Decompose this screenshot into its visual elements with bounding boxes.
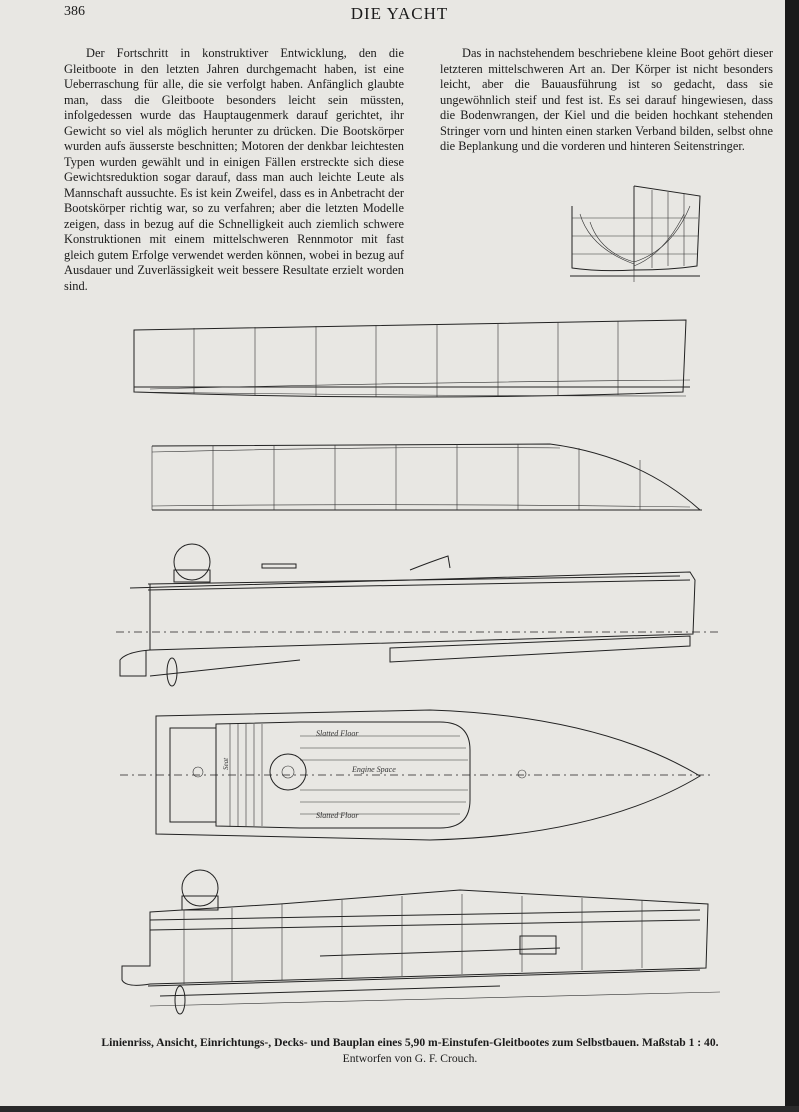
article-paragraph-right: Das in nachstehendem beschriebene kleine… — [440, 46, 773, 153]
outboard-profile-drawing — [116, 543, 720, 687]
scan-edge — [785, 0, 799, 1112]
running-head: DIE YACHT — [350, 4, 449, 23]
deck-label-slatted-floor-top: Slatted Floor — [316, 729, 359, 738]
half-breadth-plan-drawing — [133, 319, 691, 398]
page-number: 386 — [64, 4, 85, 19]
body-plan-drawing — [570, 185, 701, 282]
figure-credit: Entworfen von G. F. Crouch. — [342, 1052, 478, 1065]
figure-caption: Linienriss, Ansicht, Einrichtungs-, Deck… — [101, 1036, 719, 1049]
scan-edge-bottom — [0, 1106, 799, 1112]
deck-label-seat: Seat — [222, 757, 230, 770]
profile-lines-drawing — [151, 443, 702, 511]
deck-plan-drawing: Slatted Floor Engine Space Slatted Floor… — [120, 709, 710, 841]
deck-label-slatted-floor-bottom: Slatted Floor — [316, 811, 359, 820]
deck-label-engine-space: Engine Space — [351, 765, 396, 774]
construction-plan-drawing — [121, 869, 721, 1015]
article-paragraph-left: Der Fortschritt in konstruktiver Entwick… — [64, 46, 404, 293]
